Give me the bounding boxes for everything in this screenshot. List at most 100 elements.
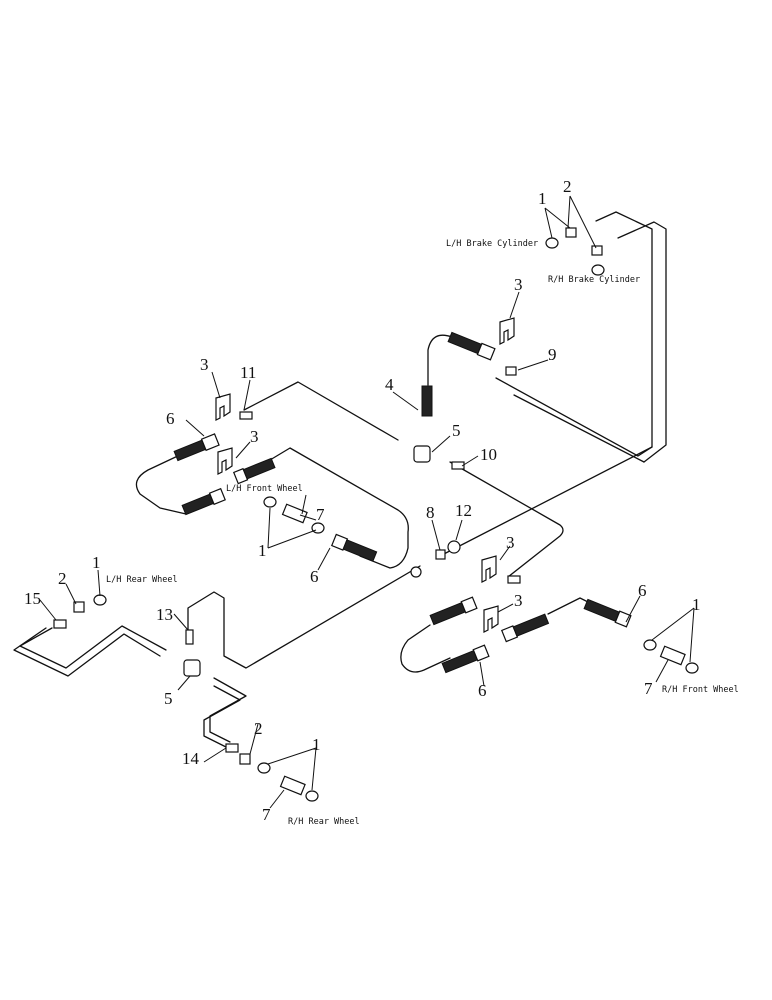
callout-5: 5	[452, 421, 461, 440]
nut-11	[239, 411, 253, 420]
washer-lh-cylinder	[545, 237, 559, 249]
label-lh-rear-wheel: L/H Rear Wheel	[106, 575, 178, 585]
label-lh-brake-cylinder: L/H Brake Cylinder	[446, 239, 538, 249]
callout-7: 7	[644, 679, 653, 698]
nut-10	[451, 461, 465, 470]
washer-lh-front-a	[263, 496, 277, 508]
callout-1: 1	[692, 595, 701, 614]
callout-1: 1	[92, 553, 101, 572]
hose-lh-front-mid	[232, 457, 276, 485]
hose-rh-front-d	[583, 598, 632, 628]
washer-rh-cylinder	[591, 264, 605, 276]
callout-14: 14	[182, 749, 200, 768]
pipe-rh-rear	[203, 685, 241, 749]
pipe-rh-rear-2	[209, 677, 247, 743]
pipe-to-rear-tee	[187, 565, 421, 669]
callout-7: 7	[262, 805, 271, 824]
pipe-cylinder-rh-tail	[513, 394, 645, 463]
bolt-7-lh-front	[281, 503, 308, 524]
hose-lh-front-upper	[173, 433, 220, 462]
callout-9: 9	[548, 345, 557, 364]
callout-6: 6	[478, 681, 487, 700]
washer-rh-rear-a	[257, 762, 271, 774]
pipe-lh-front-upper	[243, 381, 399, 441]
callout-6: 6	[638, 581, 647, 600]
washer-rh-front-b	[685, 662, 699, 674]
label-lh-front-wheel: L/H Front Wheel	[226, 484, 303, 494]
leader-lines	[39, 195, 695, 809]
callout-3: 3	[250, 427, 259, 446]
brake-pipes	[13, 211, 667, 749]
fittings	[53, 227, 699, 802]
callout-11: 11	[240, 363, 256, 382]
hose-rh-front-b	[500, 613, 550, 643]
brake-hoses	[173, 331, 632, 674]
hose-top	[447, 331, 496, 361]
connector-2-lh-rear	[73, 601, 85, 613]
connector-2-rh-cylinder	[591, 245, 603, 256]
union-8	[435, 549, 446, 560]
washer-rh-rear-b	[305, 790, 319, 802]
nut-12	[447, 540, 461, 554]
pipe-cylinder-rh	[617, 221, 667, 463]
callout-13: 13	[156, 605, 173, 624]
hose-rh-front-a	[429, 596, 478, 626]
callout-3: 3	[514, 275, 523, 294]
washer-lh-rear	[93, 594, 107, 606]
union-lower	[410, 566, 422, 578]
label-rh-rear-wheel: R/H Rear Wheel	[288, 817, 360, 827]
connector-2-rh-rear	[239, 753, 251, 765]
tee-fitting-upper	[413, 445, 431, 463]
nut-9	[505, 366, 517, 376]
callout-7: 7	[316, 505, 325, 524]
nut-rh-front	[507, 575, 521, 584]
callout-1: 1	[258, 541, 267, 560]
callout-3: 3	[200, 355, 209, 374]
bolt-7-rh-rear	[279, 775, 306, 796]
pipe-lh-rear-2	[13, 627, 161, 677]
callout-6: 6	[166, 409, 175, 428]
clip-3-top	[499, 317, 515, 345]
pipe-lh-rear	[19, 625, 167, 669]
tee-fitting-lower	[183, 659, 201, 677]
clip-3-lh-b	[217, 447, 233, 475]
hose-lh-front-lower	[181, 487, 226, 516]
callout-15: 15	[24, 589, 41, 608]
callout-8: 8	[426, 503, 435, 522]
callout-2: 2	[563, 177, 572, 196]
hose-tee-vertical	[421, 385, 433, 417]
callout-1: 1	[538, 189, 547, 208]
callout-2: 2	[254, 719, 263, 738]
clip-3-rh-a	[481, 555, 497, 583]
pipe-lh-front-lower	[269, 447, 409, 569]
label-rh-front-wheel: R/H Front Wheel	[662, 685, 739, 695]
pipe-cylinder-lh	[495, 211, 653, 457]
connector-2-lh-cylinder	[565, 227, 577, 238]
callout-5: 5	[164, 689, 173, 708]
washer-lh-front-b	[311, 522, 325, 534]
nut-13	[185, 629, 194, 645]
callouts: 1 2 3 9 3 11 4 6 3 5 10 7 1 8 12 6 1 2 1…	[24, 177, 701, 824]
callout-12: 12	[455, 501, 472, 520]
callout-3: 3	[514, 591, 523, 610]
callout-1: 1	[312, 735, 321, 754]
pipe-rh-front-upper	[449, 461, 564, 578]
callout-2: 2	[58, 569, 67, 588]
callout-10: 10	[480, 445, 497, 464]
pipe-rh-front-loop	[400, 624, 451, 673]
clip-3-lh-a	[215, 393, 231, 421]
washer-rh-front-a	[643, 639, 657, 651]
nut-14	[225, 743, 239, 753]
hose-rh-front-c	[441, 644, 490, 674]
bolt-7-rh-front	[659, 645, 686, 666]
label-rh-brake-cylinder: R/H Brake Cylinder	[548, 275, 640, 285]
pipe-to-tee	[427, 334, 453, 386]
nut-15	[53, 619, 67, 629]
pipe-diagonal-return	[439, 446, 653, 557]
callout-4: 4	[385, 375, 394, 394]
clip-3-rh-b	[483, 605, 499, 633]
callout-3: 3	[506, 533, 515, 552]
hose-lh-front-bottom	[330, 533, 378, 562]
